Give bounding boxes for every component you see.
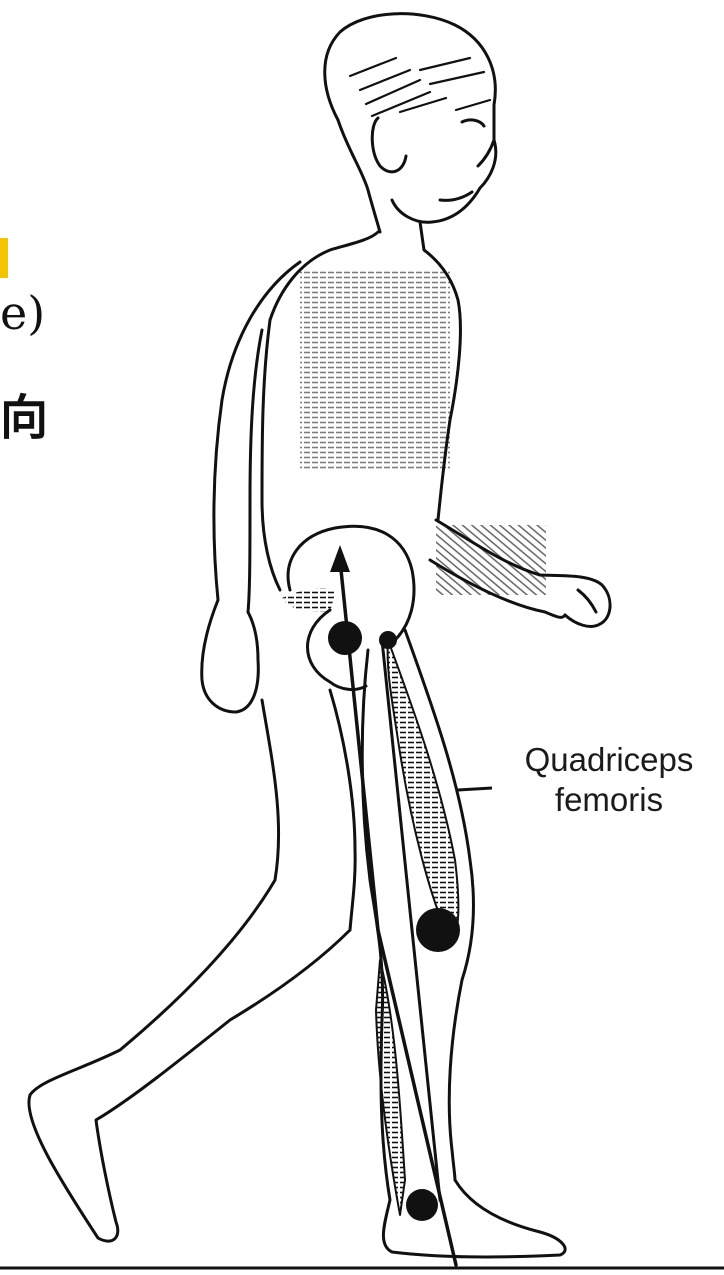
knee-joint [416, 908, 460, 952]
head [325, 14, 496, 232]
hip-shading [282, 588, 336, 612]
torso-shading [300, 270, 450, 470]
hip-joint [328, 621, 362, 655]
tibia-line [412, 930, 440, 1200]
rear-leg [29, 690, 355, 1241]
muscle-origin-point [379, 631, 397, 649]
hair-hatching [350, 58, 490, 116]
quadriceps-label-line1: Quadriceps [496, 740, 722, 780]
ankle-joint [406, 1189, 438, 1221]
force-arrow-head [330, 545, 350, 572]
rear-arm [202, 262, 300, 712]
arm-shading [436, 525, 546, 595]
label-leader-line [458, 788, 492, 790]
calf-muscle [376, 960, 405, 1215]
quadriceps-label-line2: femoris [496, 780, 722, 820]
ear [372, 118, 406, 172]
